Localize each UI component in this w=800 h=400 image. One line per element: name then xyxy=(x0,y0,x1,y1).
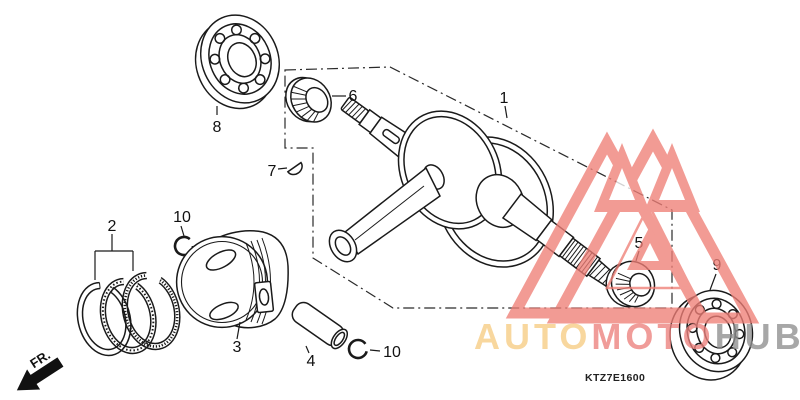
piston-ring-set xyxy=(76,271,181,357)
diagram-code: KTZ7E1600 xyxy=(585,372,645,384)
front-direction-arrow: FR. xyxy=(16,347,64,391)
label-1: 1 xyxy=(500,90,509,107)
piston xyxy=(175,230,289,329)
leader-lines xyxy=(94,95,717,354)
label-7: 7 xyxy=(268,163,277,180)
needle-rollers xyxy=(290,85,320,123)
needle-bearing-small xyxy=(285,76,332,123)
label-6: 6 xyxy=(349,88,358,105)
label-3: 3 xyxy=(233,339,242,356)
piston-ring-2 xyxy=(99,277,157,355)
watermark-monogram xyxy=(594,143,700,290)
label-4: 4 xyxy=(307,353,316,370)
arrow-icon xyxy=(16,357,64,391)
pin-clip-lower xyxy=(347,338,368,360)
label-2: 2 xyxy=(108,218,117,235)
label-10-lower: 10 xyxy=(383,344,401,361)
connecting-rod xyxy=(328,164,445,263)
phantom-boundary xyxy=(284,66,673,309)
watermark-brand-text: AUTOMOTOHUB xyxy=(474,316,800,357)
part-number-labels: 8 6 7 1 2 10 3 4 10 5 9 xyxy=(108,88,722,370)
watermark-triangle-outline-right xyxy=(546,128,760,324)
label-8: 8 xyxy=(213,119,222,136)
piston-oil-ring xyxy=(121,271,181,351)
piston-cutout-upper xyxy=(205,249,237,271)
piston-pin xyxy=(291,301,349,350)
piston-cutout-lower xyxy=(209,301,239,321)
woodruff-key xyxy=(286,161,303,176)
pin-boss xyxy=(253,280,275,314)
roller-bearing-right xyxy=(605,260,656,308)
watermark: AUTOMOTOHUB xyxy=(474,128,800,357)
label-10-upper: 10 xyxy=(173,209,191,226)
ball-bearing-left xyxy=(194,14,280,110)
label-5: 5 xyxy=(635,235,644,252)
